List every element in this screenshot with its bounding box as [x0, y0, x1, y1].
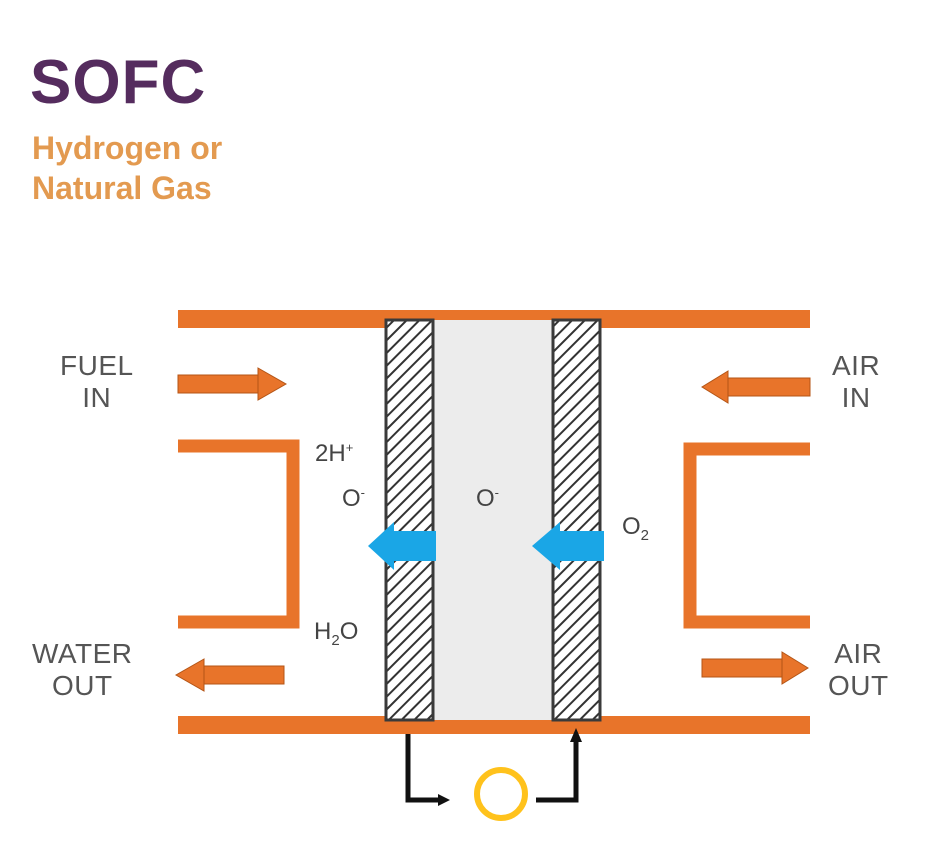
left-arrow-icon: [532, 522, 604, 570]
water-label: H2O: [314, 618, 359, 649]
diagram-subtitle: Hydrogen or Natural Gas: [32, 128, 222, 208]
anode-layer: [384, 318, 435, 722]
circuit-arrow-up-icon: [570, 728, 582, 742]
circle-load-icon: [474, 767, 528, 821]
circuit-wire-right: [536, 740, 579, 803]
fuel-channel-wall: [178, 439, 300, 629]
water-out-label: WATER OUT: [32, 638, 133, 702]
top-casing-bar: [178, 310, 810, 328]
cathode-layer: [551, 318, 602, 722]
bottom-casing-bar: [178, 716, 810, 734]
air-channel-wall: [683, 442, 810, 629]
hydrogen-ion-label: 2H+: [315, 440, 354, 467]
anode-oxide-ion-label: O-: [342, 485, 366, 512]
left-arrow-icon: [368, 522, 436, 570]
air-out-arrow: [701, 651, 809, 685]
fuel-in-arrow: [177, 367, 288, 401]
electrolyte-layer: [433, 320, 553, 720]
fuel-in-label: FUEL IN: [60, 350, 134, 414]
air-in-label: AIR IN: [832, 350, 881, 414]
air-out-label: AIR OUT: [828, 638, 889, 702]
oxygen-label: O2: [622, 513, 650, 544]
diagram-title: SOFC: [30, 48, 207, 117]
circuit-wire-left: [405, 734, 440, 803]
air-in-arrow: [701, 370, 811, 404]
subtitle-line-1: Hydrogen or: [32, 130, 223, 166]
electrolyte-oxide-ion-label: O-: [476, 485, 500, 512]
circuit-arrow-right-icon: [438, 794, 450, 806]
subtitle-line-2: Natural Gas: [32, 170, 212, 206]
water-out-arrow: [174, 658, 285, 692]
